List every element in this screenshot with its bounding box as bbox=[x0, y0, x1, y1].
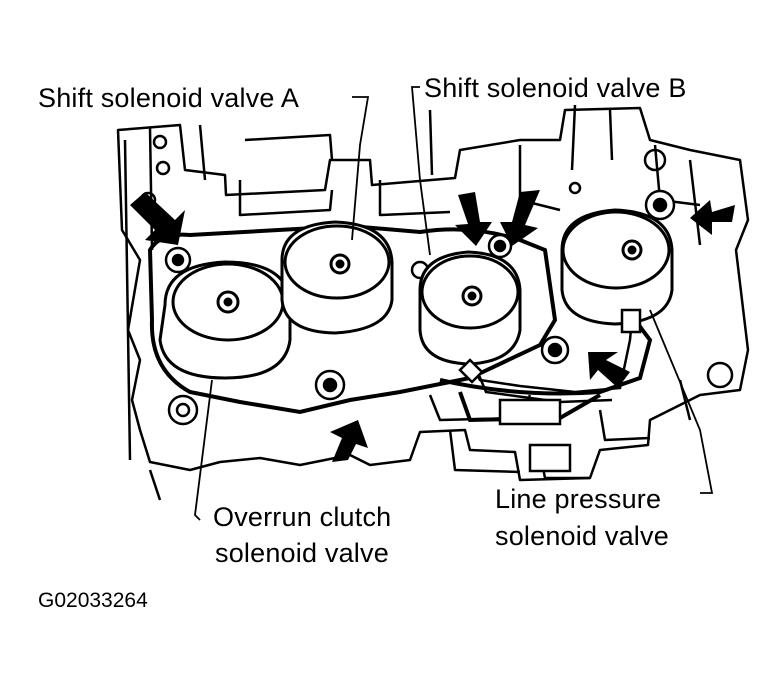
solenoid-overrun bbox=[158, 260, 292, 380]
solenoid-valve-b bbox=[418, 250, 522, 366]
label-shift-solenoid-valve-b: Shift solenoid valve B bbox=[424, 73, 687, 103]
solenoid-valve-a bbox=[280, 220, 394, 335]
mounting-bolts bbox=[164, 189, 676, 401]
label-overrun-line2: solenoid valve bbox=[215, 538, 389, 568]
figure-code: G02033264 bbox=[38, 589, 148, 612]
label-line-pressure-line1: Line pressure bbox=[495, 484, 662, 514]
solenoid-line-pressure bbox=[560, 208, 674, 326]
label-shift-solenoid-valve-a: Shift solenoid valve A bbox=[38, 83, 300, 113]
bolt-location-arrows bbox=[130, 190, 735, 462]
wiring-harness bbox=[458, 308, 642, 473]
label-line-pressure-line2: solenoid valve bbox=[495, 521, 669, 551]
label-overrun-line1: Overrun clutch bbox=[213, 502, 392, 532]
leader-lines bbox=[194, 86, 714, 521]
